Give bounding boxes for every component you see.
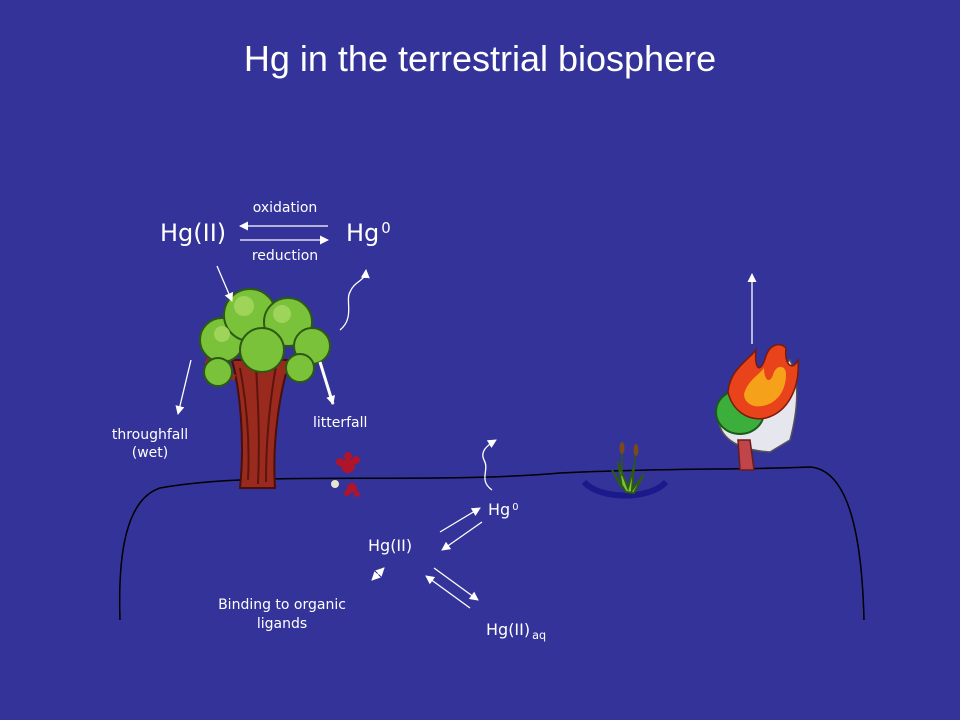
emission-squiggle-tree — [339, 269, 370, 331]
throughfall-arrow — [175, 359, 192, 415]
litterfall-label: litterfall — [313, 415, 368, 431]
emission-squiggle-soil — [482, 439, 497, 491]
binding-line1: Binding to organic — [218, 597, 346, 613]
binding-label: Binding to organic ligands — [218, 596, 346, 634]
hg-ii-atmosphere-label: Hg(II) — [160, 219, 227, 247]
hg0-soil-superscript: 0 — [512, 501, 519, 513]
hg0-atmosphere-superscript: 0 — [381, 219, 391, 237]
soil-hg0-arrow-down — [441, 521, 483, 551]
throughfall-line2: (wet) — [131, 445, 169, 461]
binding-line2: ligands — [256, 616, 308, 632]
throughfall-label: throughfall (wet) — [112, 426, 188, 462]
soil-hg0-arrow-up — [439, 507, 481, 533]
page-title: Hg in the terrestrial biosphere — [243, 38, 717, 79]
reduction-label: reduction — [251, 248, 319, 264]
deposition-arrow — [216, 265, 233, 302]
hg-ii-aq-base: Hg(II) — [486, 620, 531, 639]
hg-ii-aq-subscript: aq — [532, 628, 547, 642]
leaf-litter-icon — [331, 452, 360, 497]
litterfall-arrow — [318, 361, 335, 405]
hg0-soil-base: Hg — [488, 500, 511, 519]
aqueous-arrow-in — [425, 575, 471, 609]
ground-line — [118, 466, 865, 621]
aqueous-arrow-out — [433, 567, 479, 601]
hg0-atmosphere-base: Hg — [346, 219, 380, 248]
fire-icon — [715, 343, 799, 471]
wetland-icon — [581, 442, 669, 499]
throughfall-line1: throughfall — [111, 427, 189, 443]
hg-ii-aq-label: Hg(II)aq — [486, 620, 546, 642]
binding-arrow — [371, 567, 385, 581]
oxidation-label: oxidation — [252, 200, 318, 216]
hg-ii-soil-label: Hg(II) — [368, 536, 413, 555]
tree-icon — [199, 288, 331, 489]
